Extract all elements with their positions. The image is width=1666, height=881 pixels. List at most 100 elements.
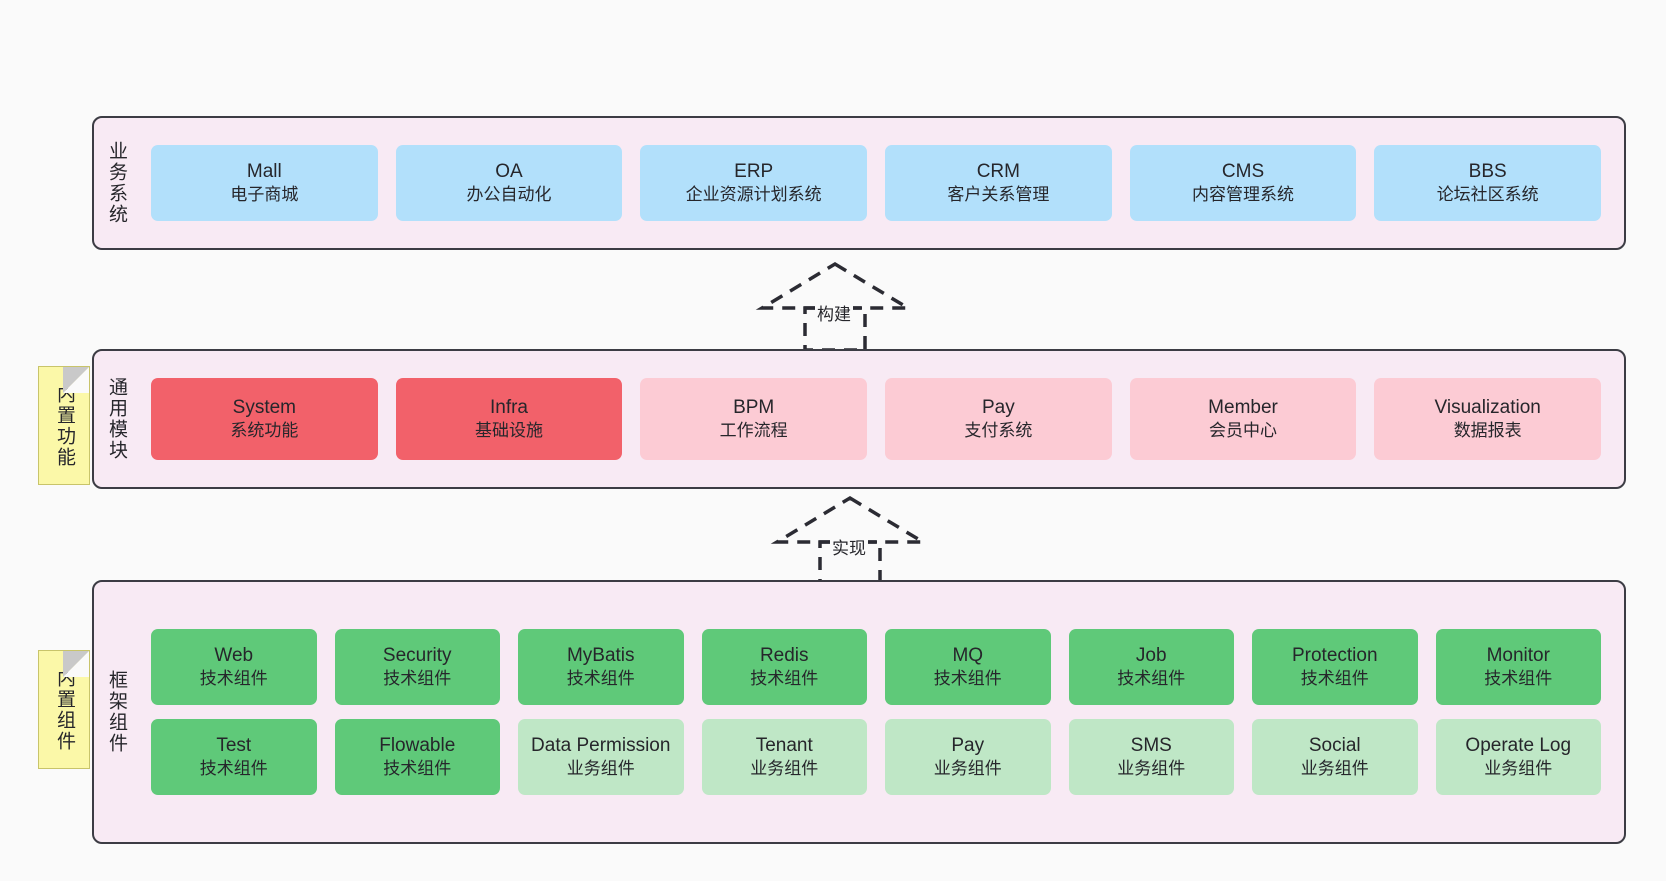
layer-common-modules: 通用模块 System 系统功能 Infra 基础设施 BPM 工作流程 Pay… xyxy=(92,349,1626,489)
node-erp[interactable]: ERP 企业资源计划系统 xyxy=(640,145,868,221)
node-data-permission[interactable]: Data Permission 业务组件 xyxy=(518,719,684,795)
node-subtitle: 客户关系管理 xyxy=(947,185,1050,205)
node-subtitle: 数据报表 xyxy=(1453,421,1522,441)
node-subtitle: 会员中心 xyxy=(1209,421,1278,441)
node-subtitle: 业务组件 xyxy=(750,759,819,779)
node-protection[interactable]: Protection 技术组件 xyxy=(1252,629,1418,705)
node-title: Mall xyxy=(246,161,282,183)
node-subtitle: 技术组件 xyxy=(1300,669,1369,689)
node-title: CMS xyxy=(1221,161,1265,183)
layer-label-framework-components: 框架组件 xyxy=(105,670,127,754)
node-subtitle: 办公自动化 xyxy=(466,185,552,205)
node-subtitle: 技术组件 xyxy=(750,669,819,689)
connector-build-label: 构建 xyxy=(815,300,853,325)
node-subtitle: 技术组件 xyxy=(199,669,268,689)
connector-build: 构建 xyxy=(755,261,915,352)
node-security[interactable]: Security 技术组件 xyxy=(334,629,500,705)
node-title: CRM xyxy=(976,161,1020,183)
node-title: Pay xyxy=(951,735,985,757)
node-subtitle: 业务组件 xyxy=(1117,759,1186,779)
node-bbs[interactable]: BBS 论坛社区系统 xyxy=(1374,145,1602,221)
node-cms[interactable]: CMS 内容管理系统 xyxy=(1129,145,1357,221)
node-subtitle: 电子商城 xyxy=(230,185,299,205)
node-title: Redis xyxy=(759,645,809,667)
node-title: MyBatis xyxy=(566,645,635,667)
node-title: BPM xyxy=(733,397,775,419)
node-title: SMS xyxy=(1130,735,1172,757)
node-mybatis[interactable]: MyBatis 技术组件 xyxy=(518,629,684,705)
node-infra[interactable]: Infra 基础设施 xyxy=(395,378,623,460)
node-title: Web xyxy=(214,645,254,667)
node-mq[interactable]: MQ 技术组件 xyxy=(885,629,1051,705)
node-title: System xyxy=(232,397,297,419)
node-subtitle: 技术组件 xyxy=(933,669,1002,689)
node-crm[interactable]: CRM 客户关系管理 xyxy=(885,145,1112,221)
node-subtitle: 业务组件 xyxy=(1300,759,1369,779)
node-title: Security xyxy=(382,645,452,667)
node-title: Member xyxy=(1208,397,1278,419)
layer-framework-components: 框架组件 Web 技术组件 Security 技术组件 MyBatis 技术组件… xyxy=(92,580,1626,844)
layer-body-framework-components: Web 技术组件 Security 技术组件 MyBatis 技术组件 Redi… xyxy=(138,582,1624,842)
layer-body-common-modules: System 系统功能 Infra 基础设施 BPM 工作流程 Pay 支付系统… xyxy=(138,351,1624,487)
node-title: Tenant xyxy=(755,735,813,757)
node-title: Protection xyxy=(1291,645,1378,667)
sticky-note-label: 内置组件 xyxy=(53,667,75,752)
node-subtitle: 技术组件 xyxy=(383,759,452,779)
node-title: Monitor xyxy=(1486,645,1550,667)
node-subtitle: 技术组件 xyxy=(1117,669,1186,689)
node-system[interactable]: System 系统功能 xyxy=(151,378,378,460)
node-bpm[interactable]: BPM 工作流程 xyxy=(640,378,868,460)
node-subtitle: 支付系统 xyxy=(964,421,1033,441)
node-redis[interactable]: Redis 技术组件 xyxy=(701,629,867,705)
sticky-note-builtin-functions: 内置功能 xyxy=(38,366,90,485)
node-title: Test xyxy=(216,735,252,757)
node-subtitle: 业务组件 xyxy=(933,759,1002,779)
connector-implement: 实现 xyxy=(770,495,930,586)
node-title: Job xyxy=(1135,645,1167,667)
node-social[interactable]: Social 业务组件 xyxy=(1252,719,1418,795)
node-subtitle: 系统功能 xyxy=(230,421,299,441)
node-subtitle: 内容管理系统 xyxy=(1192,185,1295,205)
node-visualization[interactable]: Visualization 数据报表 xyxy=(1374,378,1602,460)
node-subtitle: 技术组件 xyxy=(199,759,268,779)
node-subtitle: 论坛社区系统 xyxy=(1436,185,1539,205)
node-mall[interactable]: Mall 电子商城 xyxy=(151,145,378,221)
node-title: Pay xyxy=(981,397,1015,419)
node-flowable[interactable]: Flowable 技术组件 xyxy=(334,719,500,795)
node-title: Social xyxy=(1308,735,1361,757)
node-subtitle: 技术组件 xyxy=(383,669,452,689)
node-monitor[interactable]: Monitor 技术组件 xyxy=(1435,629,1601,705)
node-subtitle: 业务组件 xyxy=(1484,759,1553,779)
framework-row-business: Test 技术组件 Flowable 技术组件 Data Permission … xyxy=(142,719,1610,795)
node-title: Infra xyxy=(489,397,529,419)
layer-label-common-modules: 通用模块 xyxy=(105,377,127,461)
connector-implement-label: 实现 xyxy=(830,534,868,559)
node-pay-module[interactable]: Pay 支付系统 xyxy=(885,378,1112,460)
node-subtitle: 技术组件 xyxy=(566,669,635,689)
node-member[interactable]: Member 会员中心 xyxy=(1129,378,1357,460)
node-title: BBS xyxy=(1468,161,1507,183)
node-subtitle: 业务组件 xyxy=(566,759,635,779)
node-subtitle: 企业资源计划系统 xyxy=(685,185,822,205)
node-test[interactable]: Test 技术组件 xyxy=(151,719,317,795)
layer-label-business-system: 业务系统 xyxy=(105,141,127,225)
sticky-note-builtin-components: 内置组件 xyxy=(38,650,90,769)
node-subtitle: 基础设施 xyxy=(475,421,543,441)
node-subtitle: 工作流程 xyxy=(719,421,788,441)
node-tenant[interactable]: Tenant 业务组件 xyxy=(701,719,867,795)
node-operate-log[interactable]: Operate Log 业务组件 xyxy=(1435,719,1601,795)
layer-body-business-system: Mall 电子商城 OA 办公自动化 ERP 企业资源计划系统 CRM 客户关系… xyxy=(138,118,1624,248)
node-sms[interactable]: SMS 业务组件 xyxy=(1068,719,1234,795)
node-title: Flowable xyxy=(379,735,456,757)
framework-row-technical: Web 技术组件 Security 技术组件 MyBatis 技术组件 Redi… xyxy=(142,629,1610,705)
node-title: MQ xyxy=(952,645,984,667)
node-job[interactable]: Job 技术组件 xyxy=(1068,629,1234,705)
node-title: ERP xyxy=(734,161,774,183)
node-pay-component[interactable]: Pay 业务组件 xyxy=(885,719,1051,795)
node-subtitle: 技术组件 xyxy=(1484,669,1553,689)
node-web[interactable]: Web 技术组件 xyxy=(151,629,317,705)
node-oa[interactable]: OA 办公自动化 xyxy=(395,145,623,221)
node-title: Data Permission xyxy=(531,735,671,757)
node-title: Visualization xyxy=(1434,397,1541,419)
